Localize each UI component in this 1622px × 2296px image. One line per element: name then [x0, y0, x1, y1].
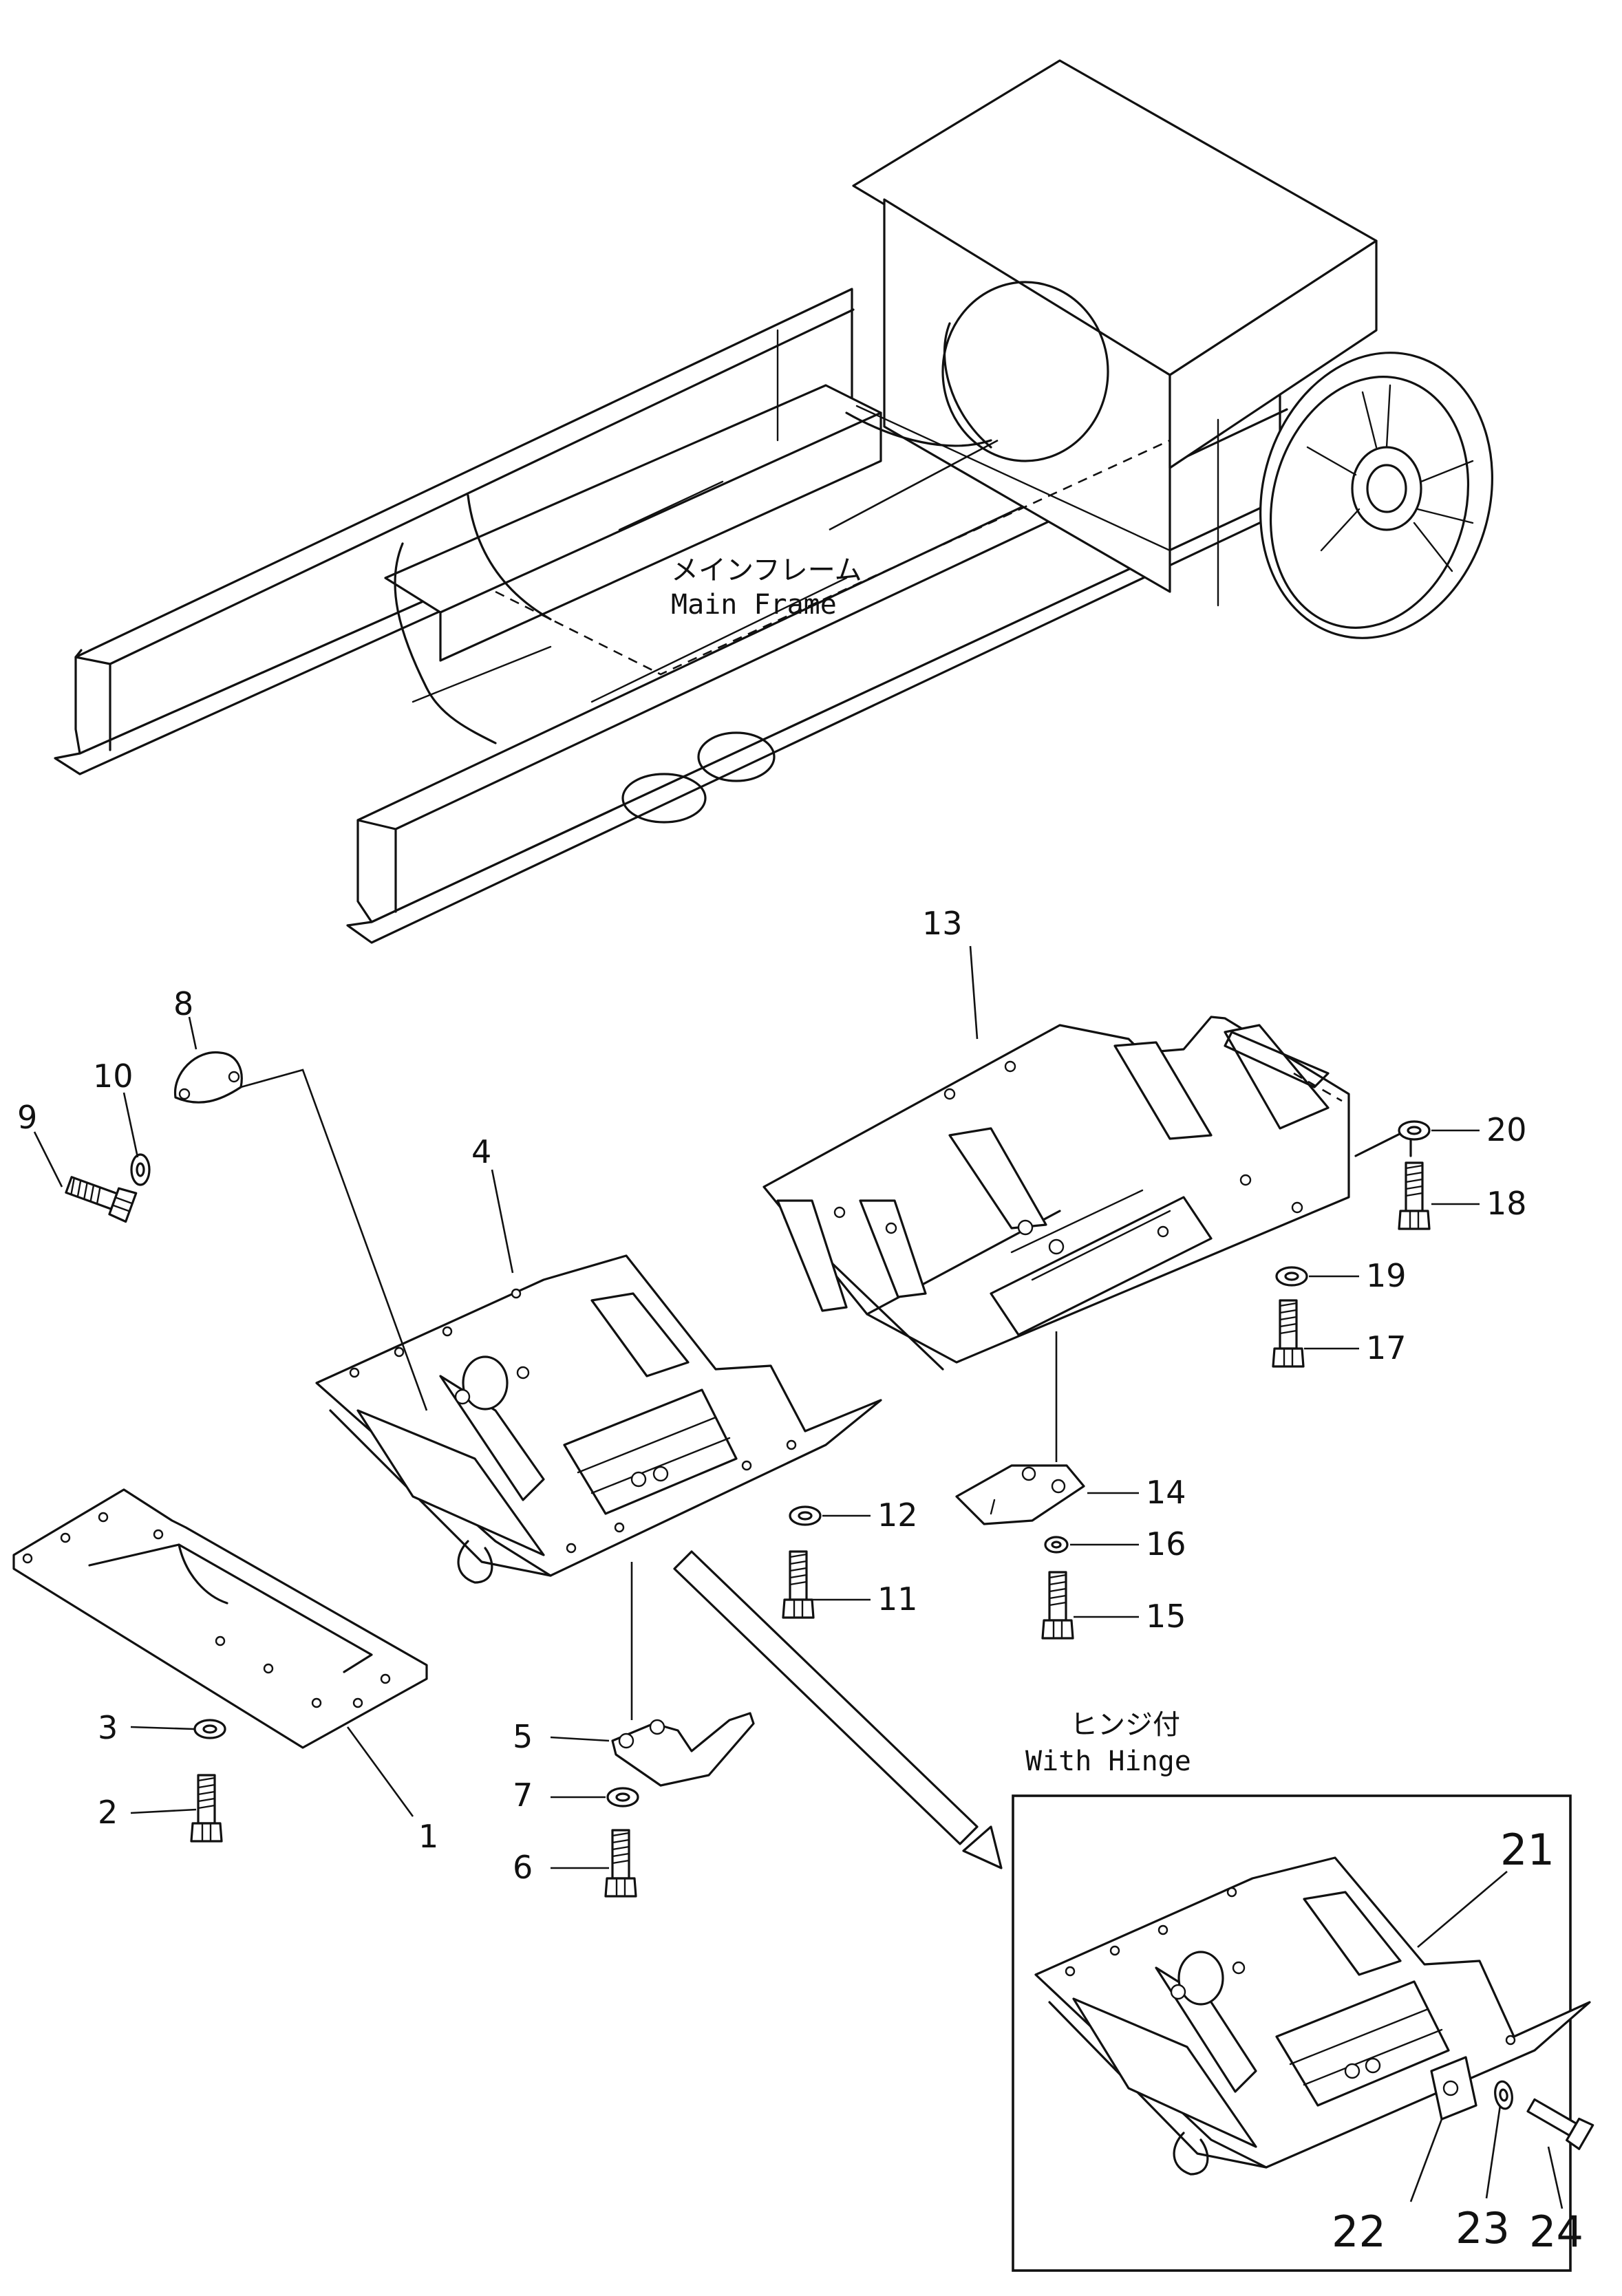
- bolt-17: [1272, 1299, 1305, 1368]
- part-label-11: 11: [877, 1580, 918, 1618]
- main-frame-leader: [829, 439, 999, 531]
- main-frame-label-en: Main Frame: [671, 589, 837, 621]
- leader-1: [346, 1726, 414, 1817]
- part-label-23: 23: [1455, 2203, 1510, 2253]
- part-label-3: 3: [98, 1709, 118, 1746]
- washer-7: [606, 1787, 639, 1807]
- detail-box: [1012, 1794, 1572, 2272]
- front-undercover: [315, 1254, 882, 1584]
- washer-3: [193, 1719, 226, 1739]
- leader-5: [550, 1736, 610, 1742]
- leader-21: [1417, 1871, 1508, 1948]
- part-label-24: 24: [1529, 2207, 1583, 2257]
- leader-3: [130, 1726, 195, 1730]
- part-label-1: 1: [418, 1818, 438, 1855]
- leader-13: [969, 945, 979, 1040]
- part-label-20: 20: [1486, 1111, 1527, 1148]
- part-label-14: 14: [1146, 1474, 1186, 1511]
- bolt-24: [1526, 2098, 1594, 2150]
- leader-8-assembly: [240, 1069, 428, 1411]
- washer-20: [1398, 1120, 1431, 1141]
- washer-16: [1044, 1536, 1069, 1554]
- part-label-6: 6: [513, 1849, 533, 1886]
- leader-24: [1547, 2146, 1564, 2209]
- washer-10: [130, 1153, 151, 1186]
- hinged-undercover-21: [1034, 1856, 1591, 2176]
- part-label-7: 7: [513, 1777, 533, 1814]
- bracket-5: [611, 1712, 755, 1787]
- bolt-9: [62, 1169, 138, 1223]
- part-label-2: 2: [98, 1794, 118, 1831]
- part-label-12: 12: [877, 1496, 918, 1534]
- bolt-2: [190, 1774, 223, 1843]
- leader-23: [1485, 2105, 1502, 2199]
- part-label-4: 4: [471, 1133, 491, 1170]
- part-label-9: 9: [17, 1099, 37, 1136]
- rear-undercover: [762, 1016, 1412, 1371]
- leader-2: [130, 1808, 197, 1814]
- front-plate: [12, 1488, 428, 1749]
- main-frame: [54, 59, 1493, 944]
- bolt-6: [604, 1829, 637, 1898]
- with-hinge-label-en: With Hinge: [1025, 1746, 1191, 1777]
- part-label-19: 19: [1366, 1257, 1407, 1294]
- part-label-17: 17: [1366, 1329, 1407, 1366]
- part-label-21: 21: [1500, 1825, 1555, 1875]
- washer-19: [1275, 1266, 1308, 1287]
- bolt-15: [1041, 1571, 1074, 1640]
- leader-9: [33, 1131, 63, 1188]
- part-label-10: 10: [93, 1058, 134, 1095]
- bolt-18: [1398, 1161, 1431, 1230]
- cover-plate-14: [955, 1464, 1085, 1525]
- washer-12: [789, 1505, 822, 1526]
- part-label-8: 8: [173, 985, 193, 1022]
- part-label-15: 15: [1146, 1598, 1186, 1635]
- leader-8: [188, 1016, 198, 1050]
- bolt-11: [782, 1550, 815, 1619]
- part-label-22: 22: [1332, 2207, 1386, 2257]
- with-hinge-label-jp: ヒンジ付: [1070, 1709, 1180, 1741]
- washer-23: [1494, 2080, 1513, 2110]
- main-frame-label-jp: メインフレーム: [671, 555, 862, 586]
- leader-22: [1409, 2118, 1443, 2202]
- part-label-16: 16: [1146, 1525, 1186, 1563]
- cover-plate-8: [173, 1051, 243, 1104]
- part-label-13: 13: [922, 905, 963, 942]
- leader-10: [122, 1092, 139, 1158]
- leader-4: [491, 1169, 514, 1274]
- detail-arrow: [673, 1550, 1003, 1869]
- part-label-18: 18: [1486, 1185, 1527, 1222]
- part-label-5: 5: [513, 1718, 533, 1755]
